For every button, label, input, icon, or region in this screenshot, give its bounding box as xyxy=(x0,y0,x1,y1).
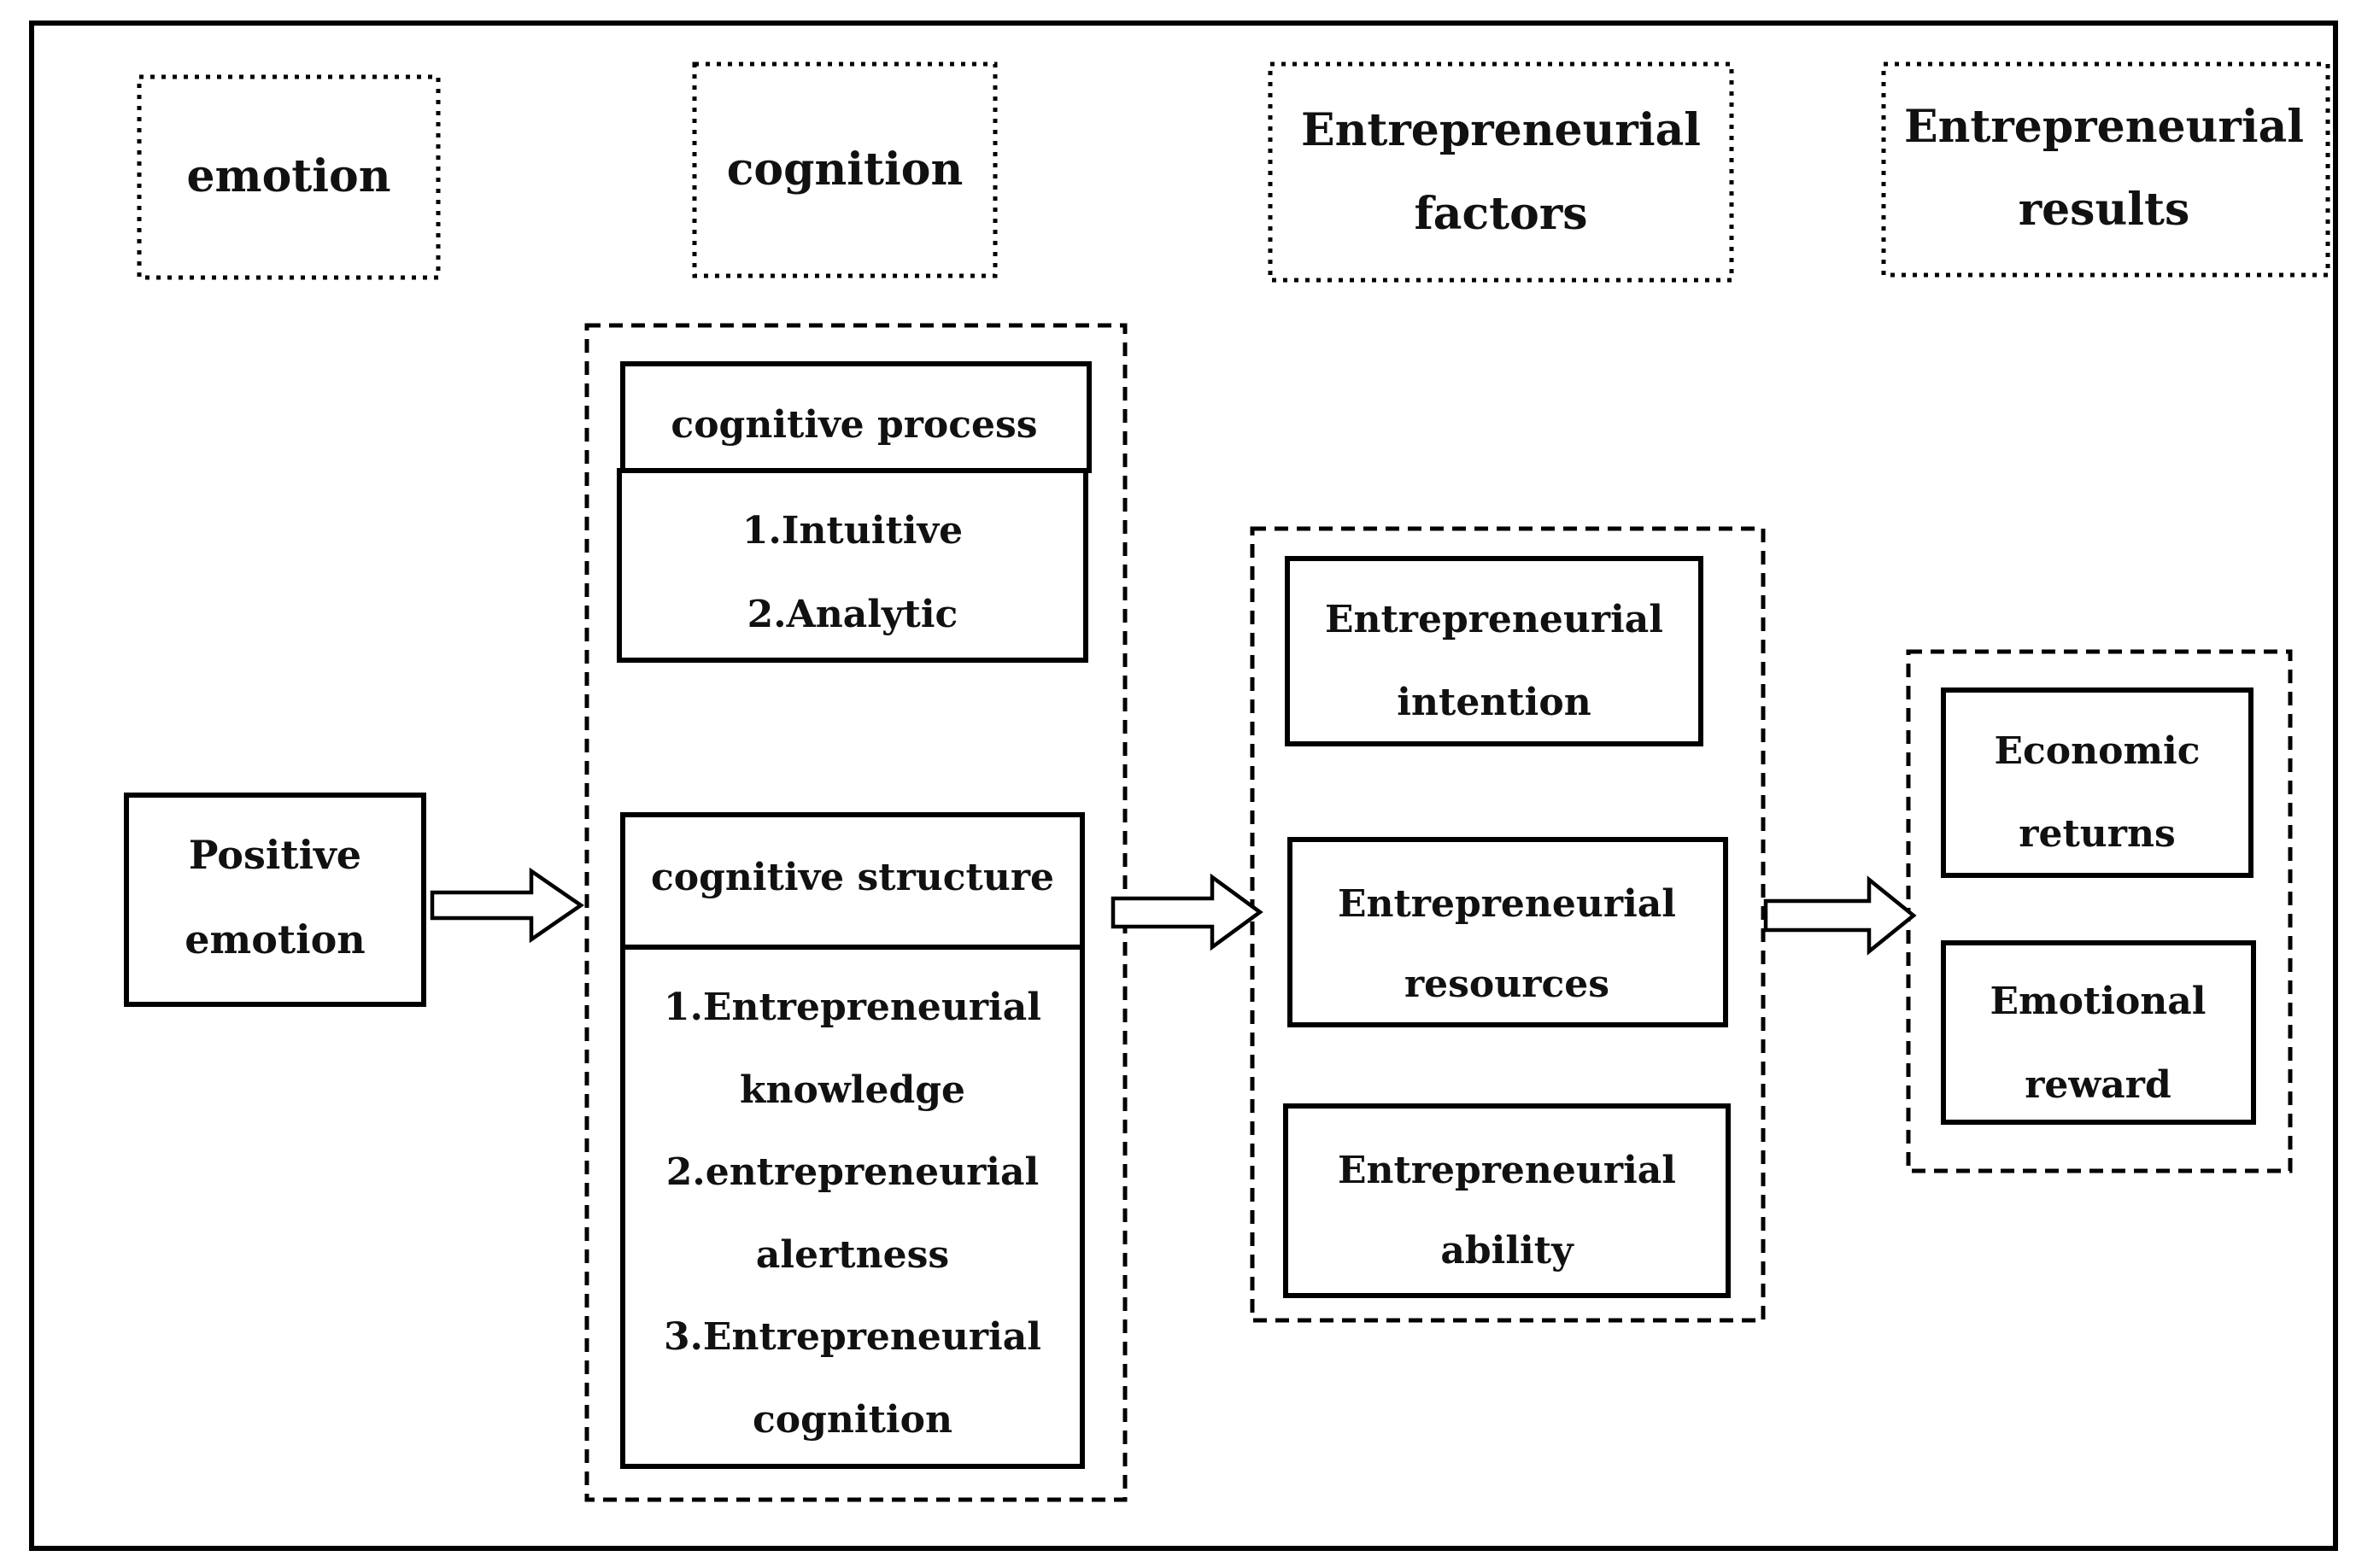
emotional-line1: Emotional xyxy=(1990,980,2206,1023)
cognitive-process-item2: 2.Analytic xyxy=(747,593,958,636)
arrow-cognition-to-factors xyxy=(1111,873,1263,951)
cognitive-structure-item1-line1: 1.Entrepreneurial xyxy=(664,986,1041,1029)
cognitive-structure-title: cognitive structure xyxy=(651,856,1054,899)
entrepreneurial-intention-box: Entrepreneurial intention xyxy=(1285,556,1703,746)
outer-frame xyxy=(29,20,2338,1551)
entrepreneurial-resources-box: Entrepreneurial resources xyxy=(1287,837,1728,1027)
emotional-reward-box: Emotional reward xyxy=(1941,940,2256,1125)
header-factors-line2: factors xyxy=(1414,188,1587,240)
header-results-line1: Entrepreneurial xyxy=(1904,101,2304,153)
intention-line1: Entrepreneurial xyxy=(1325,598,1663,641)
header-cognition-label: cognition xyxy=(727,143,964,196)
intention-line2: intention xyxy=(1397,681,1591,724)
cognitive-structure-item3-line2: cognition xyxy=(753,1398,952,1442)
cognitive-structure-item3-line1: 3.Entrepreneurial xyxy=(664,1315,1041,1359)
header-entrepreneurial-factors: Entrepreneurial factors xyxy=(1268,61,1734,283)
positive-emotion-line2: emotion xyxy=(185,916,365,962)
entrepreneurial-ability-box: Entrepreneurial ability xyxy=(1283,1103,1731,1298)
header-factors-line1: Entrepreneurial xyxy=(1301,104,1701,156)
resources-line1: Entrepreneurial xyxy=(1338,882,1676,926)
arrow-factors-to-results xyxy=(1763,875,1917,956)
ability-line2: ability xyxy=(1440,1229,1574,1273)
factors-group xyxy=(1250,526,1766,1323)
resources-line2: resources xyxy=(1404,962,1609,1006)
cognitive-process-title: cognitive process xyxy=(671,403,1037,447)
cognitive-structure-item2-line1: 2.entrepreneurial xyxy=(666,1150,1039,1194)
positive-emotion-line1: Positive xyxy=(189,832,361,878)
emotional-line2: reward xyxy=(2025,1063,2171,1107)
cognitive-structure-item1-line2: knowledge xyxy=(740,1068,965,1112)
economic-line2: returns xyxy=(2019,812,2175,856)
header-results-line2: results xyxy=(2019,184,2190,236)
header-cognition: cognition xyxy=(692,61,998,278)
ability-line1: Entrepreneurial xyxy=(1338,1149,1676,1192)
header-emotion: emotion xyxy=(137,74,441,280)
header-emotion-label: emotion xyxy=(186,150,390,202)
arrow-emotion-to-cognition xyxy=(430,867,584,944)
economic-returns-box: Economic returns xyxy=(1941,687,2253,878)
cognitive-process-item1: 1.Intuitive xyxy=(742,509,963,553)
economic-line1: Economic xyxy=(1994,729,2200,773)
positive-emotion-box: Positive emotion xyxy=(124,793,426,1007)
cognition-group xyxy=(584,323,1128,1502)
cognitive-process-block: cognitive process 1.Intuitive 2.Analytic xyxy=(617,361,1092,663)
cognitive-structure-item2-line2: alertness xyxy=(756,1233,949,1277)
header-entrepreneurial-results: Entrepreneurial results xyxy=(1881,61,2330,278)
cognitive-structure-block: cognitive structure 1.Entrepreneurial kn… xyxy=(620,812,1085,1469)
